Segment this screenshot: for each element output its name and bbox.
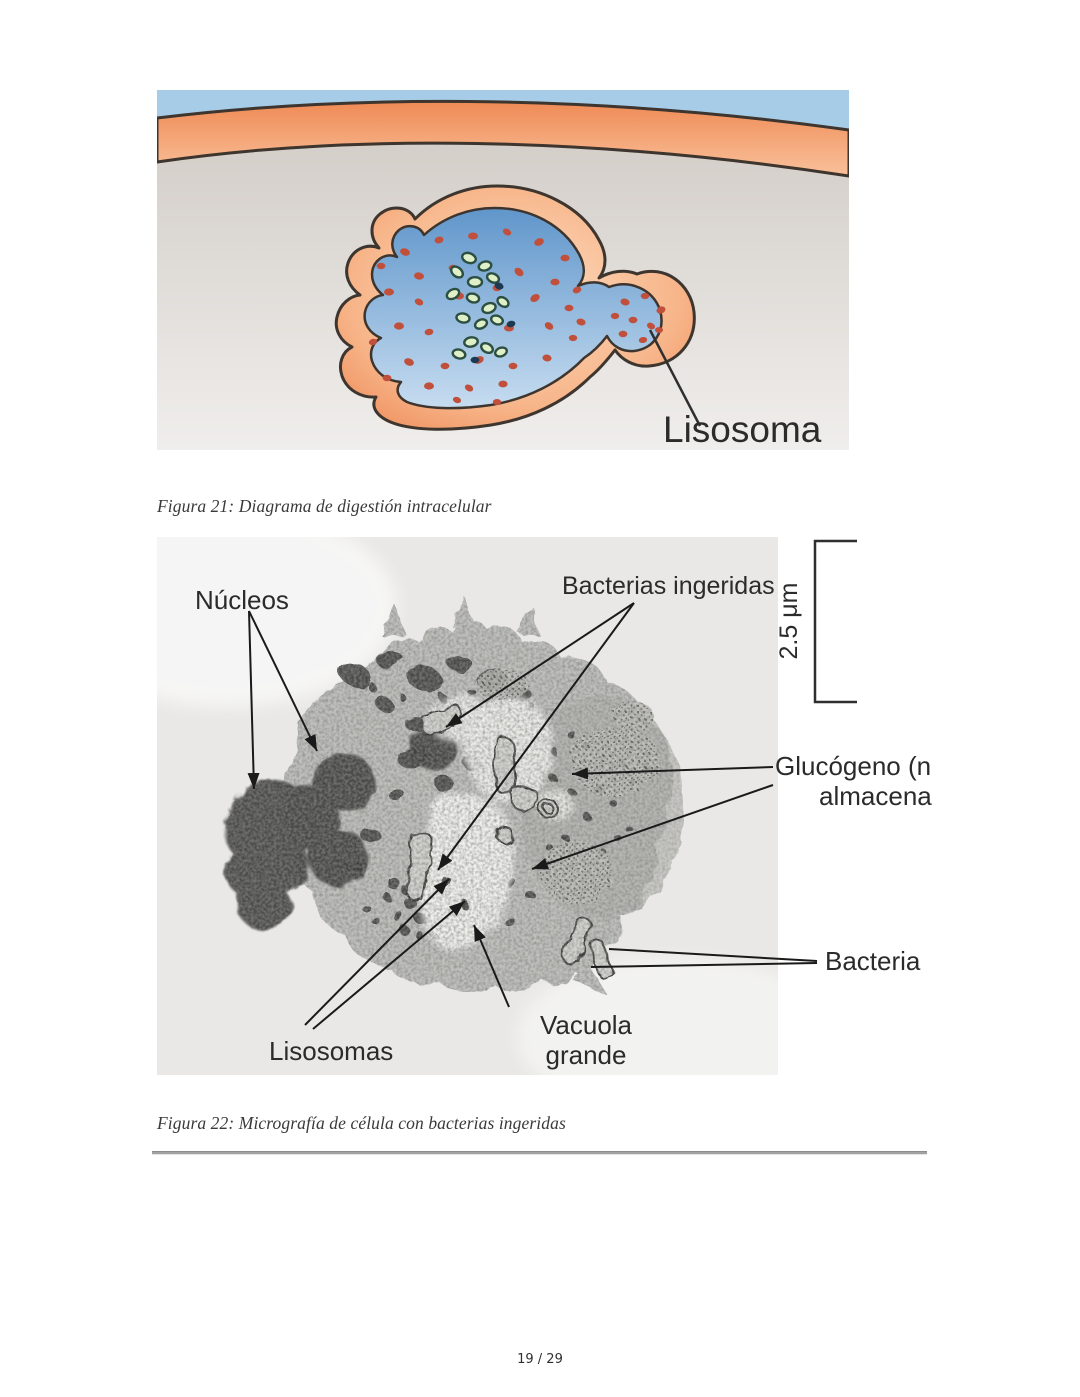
- ingested-bacteria-ovals: [445, 251, 510, 360]
- horizontal-rule: [152, 1151, 927, 1155]
- figure21-caption: Figura 21: Diagrama de digestión intrace…: [157, 496, 492, 516]
- lisosoma-pointer-line: [648, 329, 702, 427]
- dark-bacteria-ovals: [470, 282, 516, 364]
- figure22-caption: Figura 22: Micrografía de célula con bac…: [157, 1113, 566, 1133]
- bacteria-rods: [404, 702, 615, 982]
- vacuola-label-line1: Vacuola: [540, 1010, 633, 1040]
- cell-membrane: [157, 99, 849, 178]
- phagocyte-cell: [223, 595, 684, 997]
- bacterias-arrow-2: [437, 602, 635, 871]
- lisosomas-label: Lisosomas: [269, 1036, 393, 1066]
- bacteria-label: Bacteria: [825, 946, 921, 976]
- lisosoma-label: Lisosoma: [663, 409, 822, 450]
- glucogeno-label-line2: almacena: [819, 781, 932, 811]
- nucleos-label: Núcleos: [195, 585, 289, 615]
- bacterias-arrow-1: [445, 602, 635, 728]
- glucogeno-arrow-2: [531, 784, 774, 870]
- figure22-micrograph: 2.5 μm Núcleos Bacterias ingeridas Glucó…: [157, 537, 932, 1075]
- enzyme-dots: [368, 228, 666, 405]
- bacteria-line-1: [608, 948, 818, 962]
- glucogeno-arrow-1: [571, 766, 774, 780]
- lisosomas-arrow-1: [304, 878, 450, 1026]
- lisosomas-arrow-2: [312, 900, 466, 1030]
- bacteria-line-2: [590, 962, 818, 968]
- nucleos-arrow-2: [248, 610, 318, 752]
- vacuola-label-line2: grande: [546, 1040, 627, 1070]
- bacterias-ingeridas-label: Bacterias ingeridas: [562, 572, 775, 600]
- page-number: 19 / 29: [517, 1352, 563, 1367]
- extracellular-space: [157, 90, 849, 130]
- glycogen-patches: [477, 669, 659, 905]
- scale-bar-label: 2.5 μm: [775, 583, 803, 660]
- figure21-lysosome-diagram: Lisosoma: [157, 90, 849, 450]
- nucleos-arrow-1: [247, 610, 260, 790]
- glucogeno-label-line1: Glucógeno (n: [775, 751, 931, 781]
- vacuola-arrow: [473, 924, 510, 1008]
- vacuole-interior: [363, 206, 663, 410]
- scale-bar-bracket: [813, 539, 857, 704]
- annotation-arrows: [247, 602, 818, 1030]
- background-highlight: [157, 537, 397, 707]
